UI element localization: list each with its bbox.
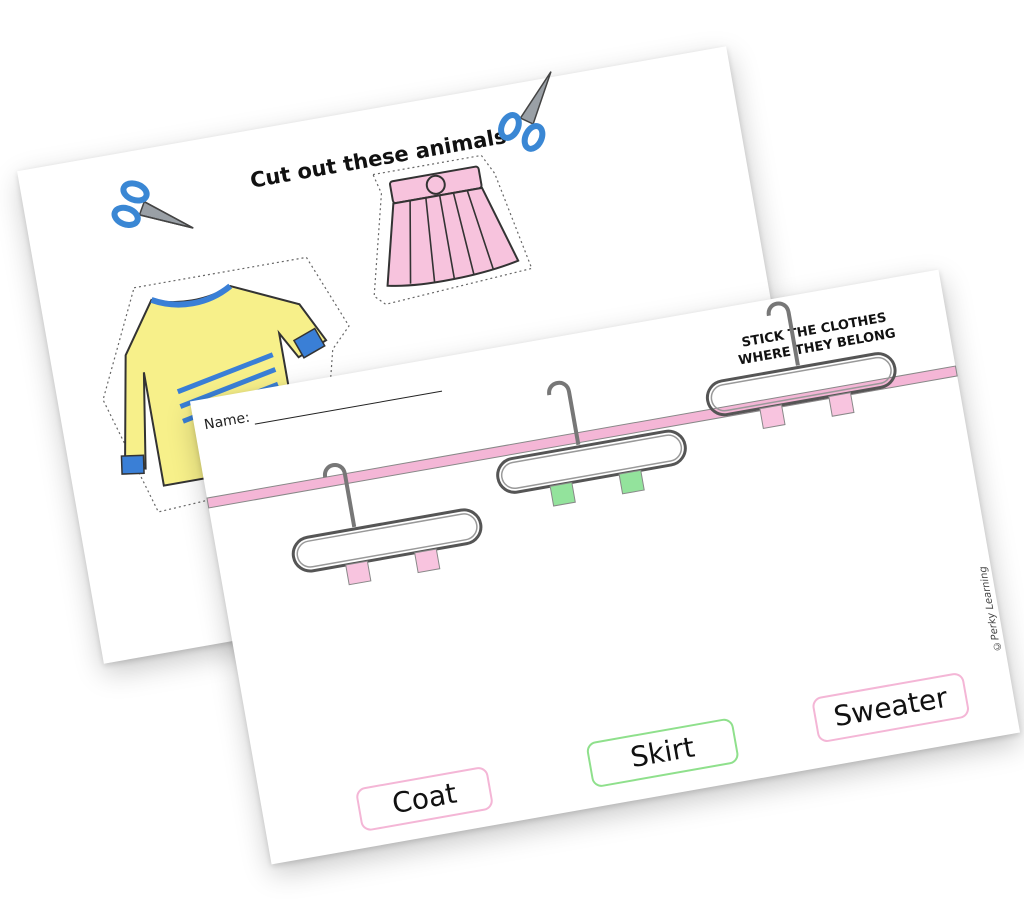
skirt-cutout (372, 154, 533, 305)
hanger-icon (705, 301, 897, 429)
scissors-icon (498, 71, 552, 152)
clothes-rail (206, 301, 958, 586)
hanger-icon (291, 463, 483, 586)
hanger-icon (496, 380, 687, 507)
scissors-icon (111, 180, 194, 229)
hanger-sheet: Name: STICK THE CLOTHES WHERE THEY BELON… (189, 269, 1021, 865)
